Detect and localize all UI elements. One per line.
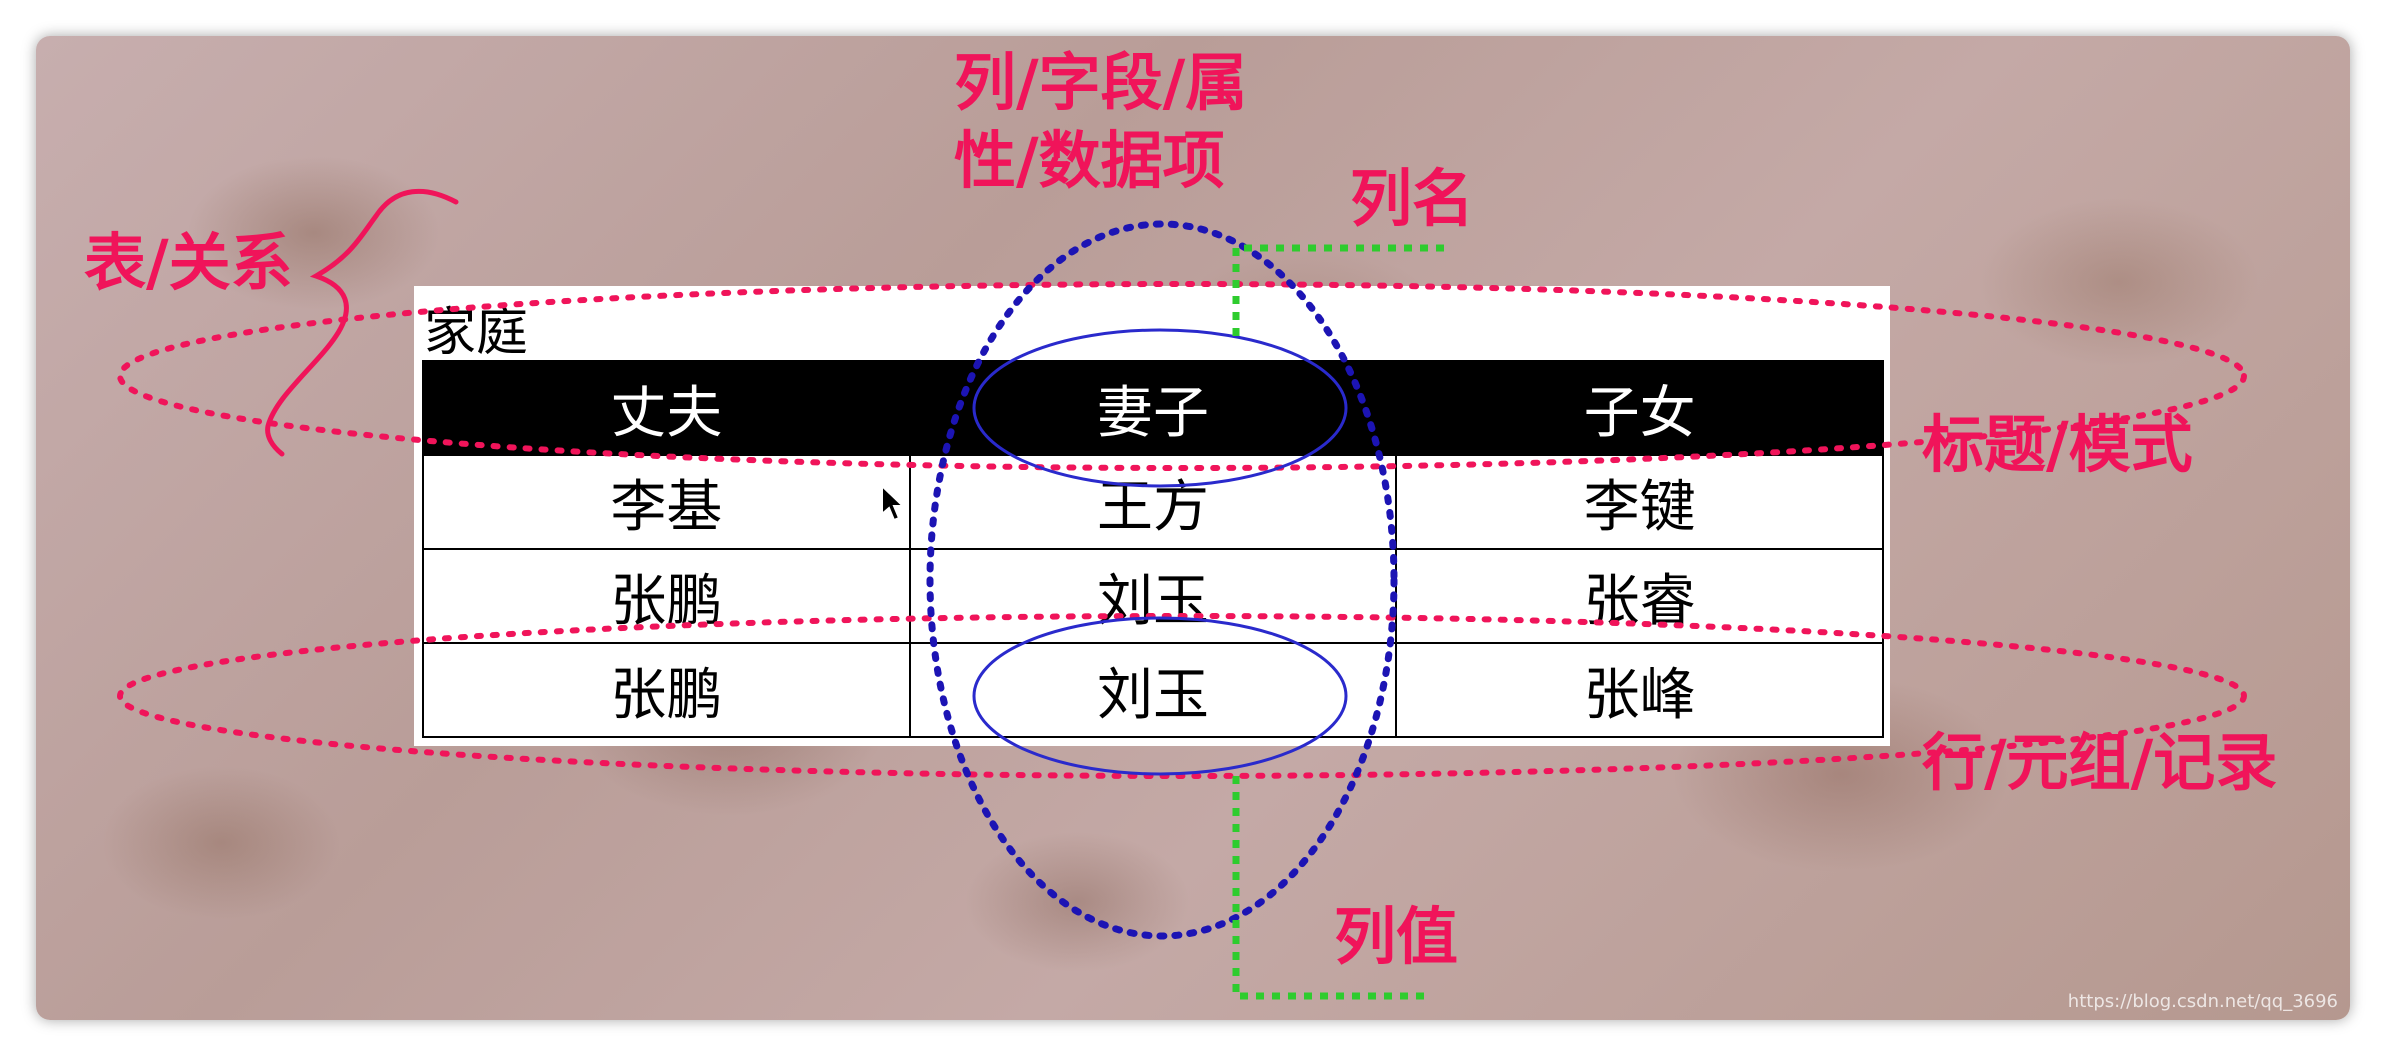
column-dotted-ellipse: [926, 220, 1398, 940]
label-column-line2: 性/数据项: [954, 124, 1225, 197]
table-cell: 张峰: [1395, 642, 1884, 738]
table-row: 张鹏 刘玉 张睿: [422, 548, 1884, 644]
table-cell: 李键: [1395, 454, 1884, 550]
header-dotted-ellipse: [117, 281, 2247, 471]
label-column-line1: 列/字段/属: [954, 46, 1248, 119]
diagram-slide: 家庭 丈夫 妻子 子女 李基 王方 李键 张鹏 刘玉 张睿 张鹏 刘玉 张峰: [36, 36, 2350, 1020]
table-cell: 刘玉: [908, 642, 1398, 738]
table-cell: 王方: [908, 454, 1398, 550]
label-column-name: 列名: [1350, 162, 1475, 235]
table-cell: 刘玉: [908, 548, 1398, 644]
table-cell: 李基: [422, 454, 911, 550]
family-table: 丈夫 妻子 子女 李基 王方 李键 张鹏 刘玉 张睿 张鹏 刘玉 张峰: [422, 360, 1884, 738]
column-name-bracket: [1232, 244, 1448, 336]
table-cell: 张睿: [1395, 548, 1884, 644]
brace-shape: [265, 188, 459, 457]
label-column-value: 列值: [1334, 900, 1459, 973]
label-table-relation: 表/关系: [84, 226, 293, 299]
table-row: 李基 王方 李键: [422, 454, 1884, 550]
header-cell-husband: 丈夫: [422, 360, 911, 456]
label-row-tuple: 行/元组/记录: [1922, 726, 2278, 799]
family-table-card: 家庭 丈夫 妻子 子女 李基 王方 李键 张鹏 刘玉 张睿 张鹏 刘玉 张峰: [414, 286, 1890, 746]
table-row: 张鹏 刘玉 张峰: [422, 642, 1884, 738]
row-dotted-ellipse: [117, 613, 2247, 779]
table-cell: 张鹏: [422, 548, 911, 644]
url-watermark: https://blog.csdn.net/qq_3696: [2067, 991, 2338, 1012]
label-header-schema: 标题/模式: [1922, 408, 2193, 481]
table-cell: 张鹏: [422, 642, 911, 738]
mouse-cursor-icon: [881, 484, 906, 522]
column-value-ellipse: [972, 616, 1348, 776]
annotation-overlay: [117, 188, 2247, 1000]
header-cell-children: 子女: [1395, 360, 1884, 456]
column-name-ellipse: [972, 328, 1348, 488]
